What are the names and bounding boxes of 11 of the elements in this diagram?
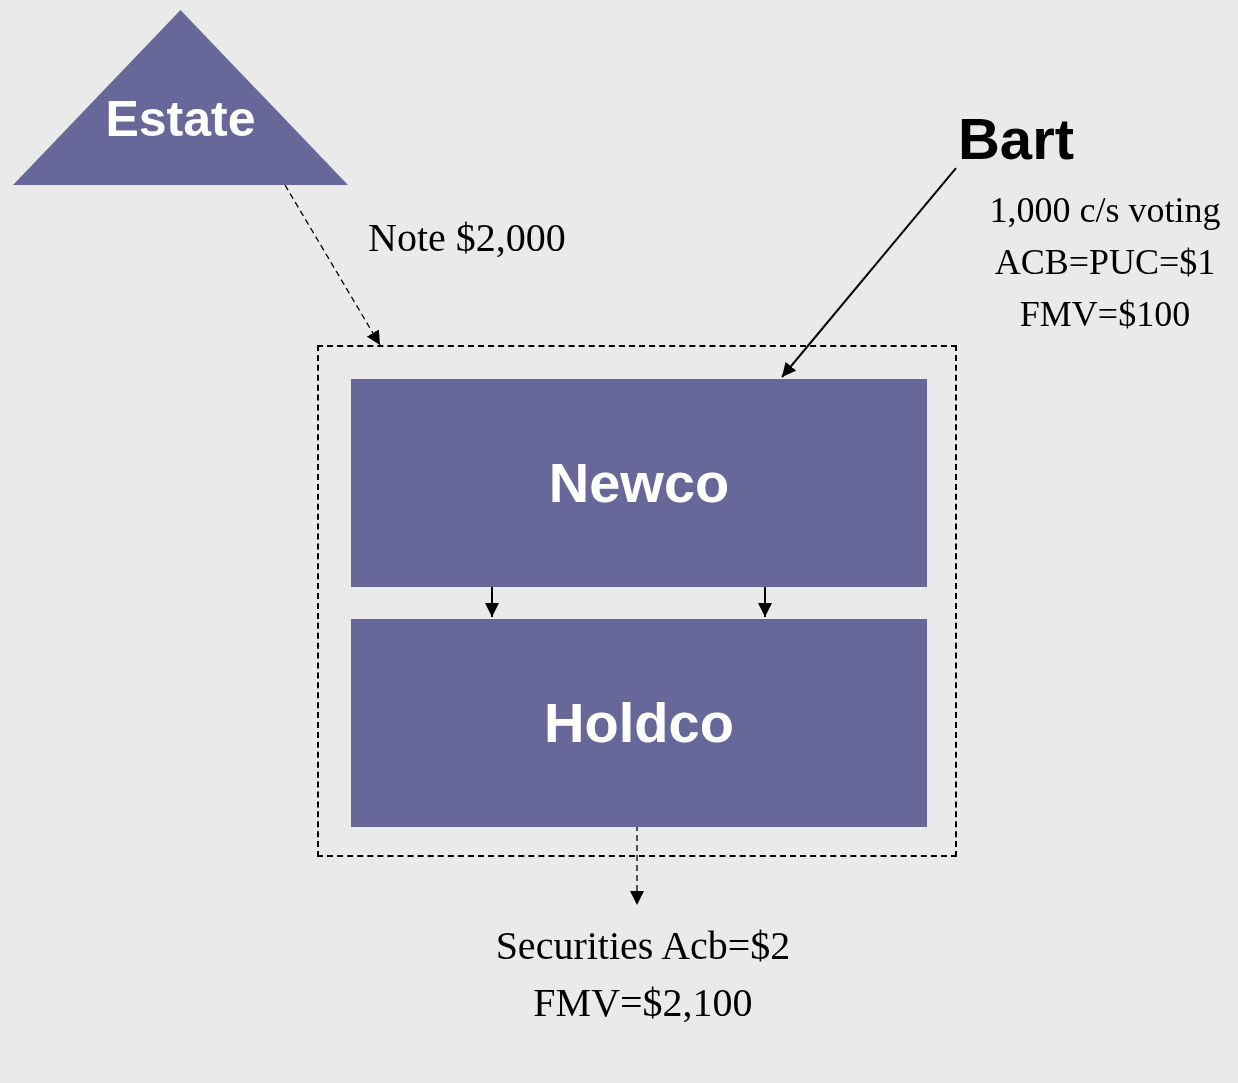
share-details: 1,000 c/s voting ACB=PUC=$1 FMV=$100 bbox=[988, 189, 1222, 336]
arrow bbox=[781, 167, 957, 378]
entity-label: Holdco bbox=[543, 690, 735, 756]
entity-box bbox=[351, 379, 927, 587]
arrow bbox=[284, 184, 381, 346]
entity-label: Bart bbox=[957, 106, 1075, 173]
entity-label: Newco bbox=[547, 450, 731, 516]
entity-box bbox=[351, 619, 927, 827]
asset-label: Securities Acb=$2 FMV=$2,100 bbox=[494, 922, 792, 1027]
entity-label: Estate bbox=[104, 91, 257, 149]
group-boundary bbox=[317, 345, 957, 857]
